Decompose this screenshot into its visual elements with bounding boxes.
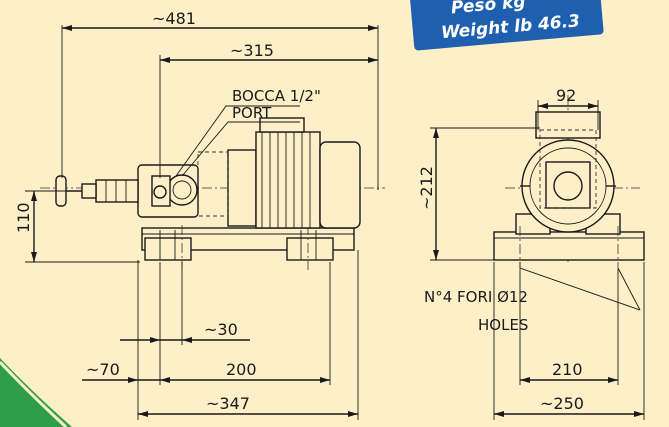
port-label-line2: PORT (232, 104, 272, 122)
dim-250: ~250 (540, 394, 584, 413)
dim-210: 210 (552, 360, 583, 379)
dim-front-width: 92 (556, 86, 576, 105)
dim-70: ~70 (86, 360, 120, 379)
dim-shaft-height: 110 (14, 202, 33, 233)
green-corner-arc (0, 358, 72, 427)
front-view: 92 ~212 N°4 FORI Ø12 HOLES 210 ~250 (417, 86, 645, 420)
dim-overall-length: ~481 (152, 9, 196, 28)
dim-motor-length: ~315 (230, 41, 274, 60)
holes-note-line1: N°4 FORI Ø12 (424, 288, 528, 306)
weight-badge: Peso kg Weight lb 46.3 (408, 0, 604, 51)
dim-347: ~347 (206, 394, 250, 413)
dim-30: ~30 (204, 320, 238, 339)
side-view: BOCCA 1/2" PORT ~481 ~315 110 ~30 (14, 9, 385, 420)
dim-front-height: ~212 (417, 166, 436, 210)
holes-note-line2: HOLES (478, 316, 528, 334)
port-label-line1: BOCCA 1/2" (232, 87, 321, 105)
dim-200: 200 (226, 360, 257, 379)
